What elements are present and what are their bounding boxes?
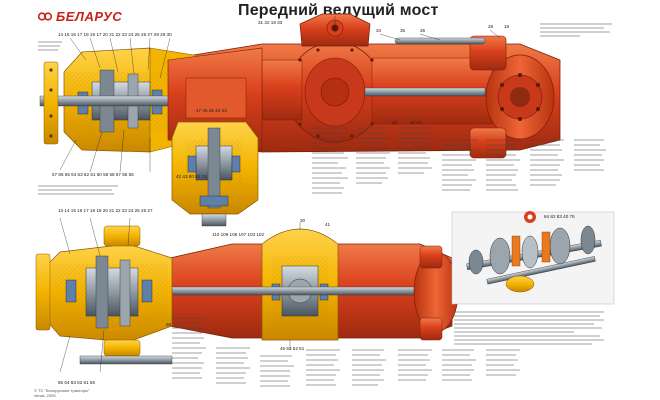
legend-text-rows — [38, 23, 612, 387]
svg-text:31 32 18 33: 31 32 18 33 — [258, 20, 283, 25]
svg-text:30: 30 — [300, 218, 306, 223]
part-number-labels: 14 15 16 17 18 19 17 20 21 22 23 24 25 2… — [52, 20, 575, 385]
brand-logo: БЕЛАРУС — [38, 8, 122, 24]
svg-text:42: 42 — [392, 120, 398, 125]
bottom-axle-assembly — [35, 225, 459, 365]
differential-cut-section — [171, 121, 259, 227]
svg-text:42 43 80 81 74: 42 43 80 81 74 — [176, 174, 207, 179]
svg-text:67 66 65 64 63 62 61 60 59 58: 67 66 65 64 63 62 61 60 59 58 57 56 55 — [52, 172, 134, 177]
leader-lines — [59, 16, 501, 373]
legend-header-area — [536, 22, 626, 36]
svg-text:18: 18 — [504, 24, 510, 29]
svg-text:28: 28 — [488, 24, 494, 29]
svg-text:13 14 15 16 17 18 19 20 21 22: 13 14 15 16 17 18 19 20 21 22 23 24 25 2… — [58, 208, 153, 213]
svg-text:84 82 83 40 76: 84 82 83 40 76 — [544, 214, 575, 219]
brand-name: БЕЛАРУС — [56, 8, 123, 24]
copyright-footer: © ТС "Белорусские тракторы" minsk, 2005 — [34, 388, 90, 398]
svg-text:36: 36 — [420, 28, 426, 33]
poster-title: Передний ведущий мост — [238, 2, 439, 19]
svg-text:47 46 45 44 43: 47 46 45 44 43 — [196, 108, 227, 113]
svg-text:14 15 16 17 18 19 17 20 21 22: 14 15 16 17 18 19 17 20 21 22 23 24 25 2… — [58, 32, 172, 37]
svg-text:35: 35 — [400, 28, 406, 33]
differential-principle-inset — [451, 211, 615, 305]
brand-logo-icon — [38, 11, 53, 22]
svg-text:56: 56 — [166, 322, 172, 327]
svg-text:65 64 63 62 61 56: 65 64 63 62 61 56 — [58, 380, 95, 385]
svg-text:34: 34 — [376, 28, 382, 33]
svg-text:40 41: 40 41 — [410, 120, 422, 125]
svg-text:45 53 52 51: 45 53 52 51 — [280, 346, 305, 351]
svg-text:110 109 108 107 103 102: 110 109 108 107 103 102 — [212, 232, 264, 237]
svg-text:41: 41 — [325, 222, 331, 227]
